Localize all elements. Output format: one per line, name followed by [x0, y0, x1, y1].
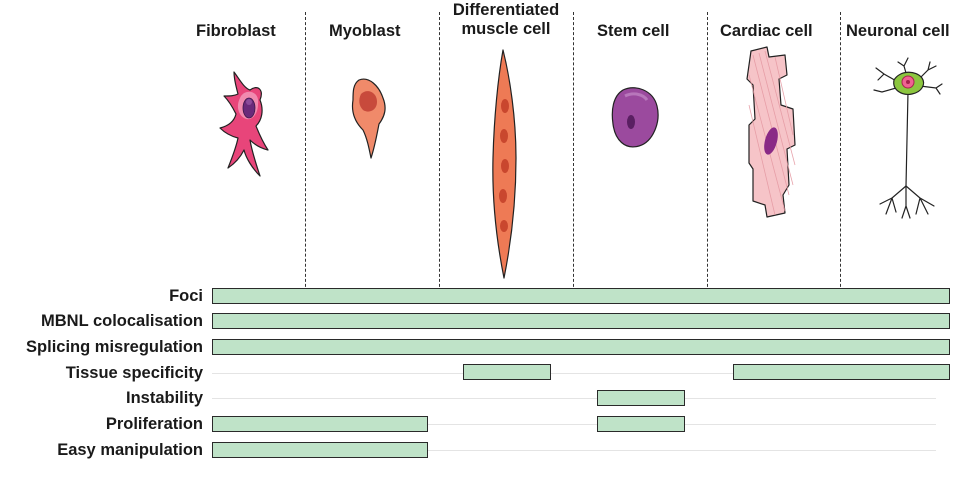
bar-proliferation-stem-cell	[597, 416, 685, 432]
stem-cell-illustration	[611, 87, 659, 148]
row-label-mbnl-colocalisation: MBNL colocalisation	[41, 312, 203, 330]
column-separator	[305, 12, 306, 302]
bar-tissue-specificity-cardiac-neuronal	[733, 364, 950, 380]
column-header-myoblast: Myoblast	[329, 22, 401, 40]
bar-instability-stem-cell	[597, 390, 685, 406]
fibroblast-illustration	[219, 71, 269, 177]
column-header-line-2: muscle cell	[461, 20, 551, 38]
row-track	[212, 424, 936, 425]
myoblast-illustration	[351, 78, 386, 159]
row-label-easy-manipulation: Easy manipulation	[57, 441, 203, 459]
bar-proliferation-fibroblast-myoblast	[212, 416, 428, 432]
row-track	[212, 398, 936, 399]
row-track	[212, 373, 936, 374]
bar-mbnl-colocalisation-all-cells	[212, 313, 950, 329]
column-separator	[573, 12, 574, 302]
row-label-splicing-misregulation: Splicing misregulation	[26, 338, 203, 356]
muscle-cell-illustration	[492, 49, 517, 279]
row-label-foci: Foci	[169, 287, 203, 305]
column-separator	[439, 12, 440, 302]
bar-easy-manipulation-fibroblast-myoblast	[212, 442, 428, 458]
bar-tissue-specificity-muscle	[463, 364, 551, 380]
column-header-differentiated-muscle-cell: Differentiated muscle cell	[438, 1, 574, 39]
bar-foci-all-cells	[212, 288, 950, 304]
cardiac-cell-illustration	[746, 46, 796, 218]
column-separator	[840, 12, 841, 302]
column-header-fibroblast: Fibroblast	[196, 22, 276, 40]
row-label-proliferation: Proliferation	[105, 415, 203, 433]
row-track	[212, 450, 936, 451]
column-header-neuronal-cell: Neuronal cell	[846, 22, 950, 40]
column-header-line-1: Differentiated	[452, 1, 560, 19]
column-header-stem-cell: Stem cell	[597, 22, 670, 40]
row-label-tissue-specificity: Tissue specificity	[65, 364, 203, 382]
row-label-instability: Instability	[125, 389, 203, 407]
column-separator	[707, 12, 708, 302]
column-header-cardiac-cell: Cardiac cell	[720, 22, 813, 40]
neuron-illustration	[873, 57, 943, 219]
bar-splicing-misregulation-all-cells	[212, 339, 950, 355]
